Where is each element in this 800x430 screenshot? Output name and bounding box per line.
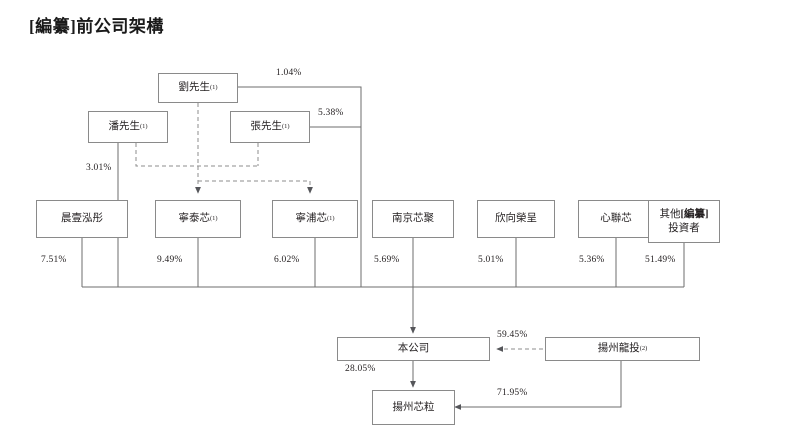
- node-yangzhou-longtou-label: 揚州龍投: [597, 343, 640, 355]
- node-other-investors-prefix: 其他: [659, 209, 681, 221]
- node-other-investors-mark: [編纂]: [680, 209, 709, 221]
- node-yangzhou-longtou-note: (2): [639, 344, 648, 352]
- label-long-to-company-share: 59.45%: [497, 330, 528, 340]
- label-nanjing-share: 5.69%: [374, 255, 400, 265]
- node-other-investors-line2: 投資者: [668, 222, 700, 234]
- node-other-investors[interactable]: 其他[編纂] 投資者: [648, 200, 720, 243]
- node-zhang-note: (1): [281, 122, 290, 130]
- page-title: [編纂]前公司架構: [29, 17, 164, 36]
- label-zhang-share: 5.38%: [318, 108, 344, 118]
- node-xinxiang[interactable]: 欣向榮呈: [477, 200, 555, 238]
- node-xinxiang-label: 欣向榮呈: [495, 213, 537, 225]
- node-ningpu[interactable]: 寧浦芯(1): [272, 200, 358, 238]
- edge-to-ningpu: [198, 180, 313, 194]
- label-pan-share: 3.01%: [86, 163, 112, 173]
- node-company[interactable]: 本公司: [337, 337, 490, 361]
- node-zhang[interactable]: 張先生(1): [230, 111, 310, 143]
- node-yangzhou-xinli-label: 揚州芯粒: [392, 401, 435, 413]
- node-chenyi[interactable]: 晨壹泓彤: [36, 200, 128, 238]
- label-xinxiang-share: 5.01%: [478, 255, 504, 265]
- label-long-to-xin-share: 71.95%: [497, 388, 528, 398]
- node-nanjing[interactable]: 南京芯聚: [372, 200, 454, 238]
- node-ningtai-note: (1): [209, 214, 218, 222]
- edge-long-to-yangzhou-xin: [454, 360, 622, 410]
- label-liu-share: 1.04%: [276, 68, 302, 78]
- edge-liu-to-collector: [238, 86, 362, 287]
- label-ningtai-share: 9.49%: [157, 255, 183, 265]
- node-liu-label: 劉先生: [178, 82, 210, 94]
- label-company-to-xin-share: 28.05%: [345, 364, 376, 374]
- node-liu[interactable]: 劉先生(1): [158, 73, 238, 103]
- node-yangzhou-xinli[interactable]: 揚州芯粒: [372, 390, 455, 425]
- node-chenyi-label: 晨壹泓彤: [61, 213, 103, 225]
- node-ningpu-label: 寧浦芯: [295, 213, 327, 225]
- node-company-label: 本公司: [397, 343, 430, 355]
- label-xinlian-share: 5.36%: [579, 255, 605, 265]
- label-other-share: 51.49%: [645, 255, 676, 265]
- node-zhang-label: 張先生: [250, 121, 282, 133]
- node-ningtai-label: 寧泰芯: [178, 213, 210, 225]
- edge-pan-to-ningtai: [135, 143, 258, 167]
- node-nanjing-label: 南京芯聚: [392, 213, 434, 225]
- node-xinlian[interactable]: 心聯芯: [578, 200, 654, 238]
- node-pan-label: 潘先生: [108, 121, 140, 133]
- label-chenyi-share: 7.51%: [41, 255, 67, 265]
- node-other-investors-line1: 其他[編纂]: [660, 208, 709, 221]
- label-ningpu-share: 6.02%: [274, 255, 300, 265]
- node-liu-note: (1): [209, 83, 218, 91]
- node-pan-note: (1): [139, 122, 148, 130]
- node-xinlian-label: 心聯芯: [600, 213, 632, 225]
- node-yangzhou-longtou[interactable]: 揚州龍投(2): [545, 337, 700, 361]
- node-ningpu-note: (1): [326, 214, 335, 222]
- node-pan[interactable]: 潘先生(1): [88, 111, 168, 143]
- node-ningtai[interactable]: 寧泰芯(1): [155, 200, 241, 238]
